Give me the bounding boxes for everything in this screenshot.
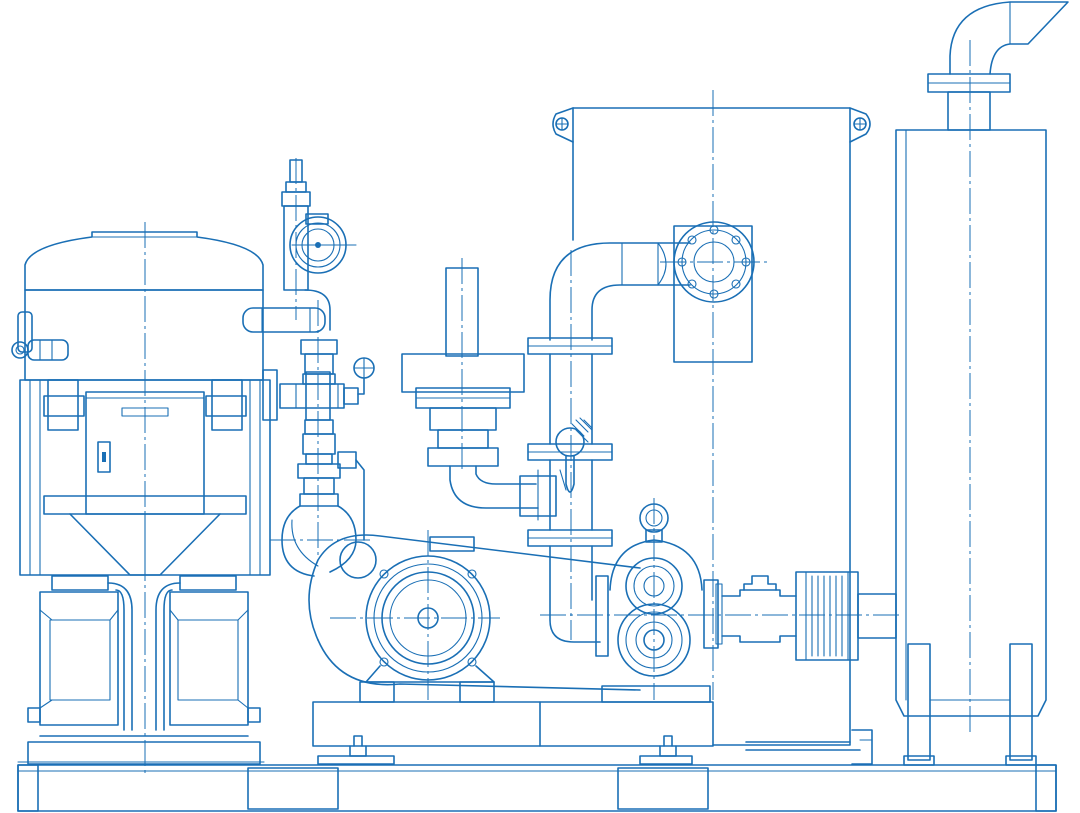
base-skid bbox=[17, 761, 1057, 812]
anti-vibration-mounts bbox=[317, 735, 693, 765]
exhaust-silencer bbox=[895, 1, 1069, 766]
motor-belt-drive bbox=[308, 530, 641, 703]
valve-train bbox=[242, 158, 375, 577]
pressure-vessel bbox=[11, 222, 278, 775]
upright-tank bbox=[527, 90, 871, 746]
flanged-pipe-assembly bbox=[401, 258, 557, 521]
engine-bed bbox=[312, 701, 873, 765]
pump-unit bbox=[540, 498, 900, 703]
shaft-coupling bbox=[721, 571, 897, 661]
